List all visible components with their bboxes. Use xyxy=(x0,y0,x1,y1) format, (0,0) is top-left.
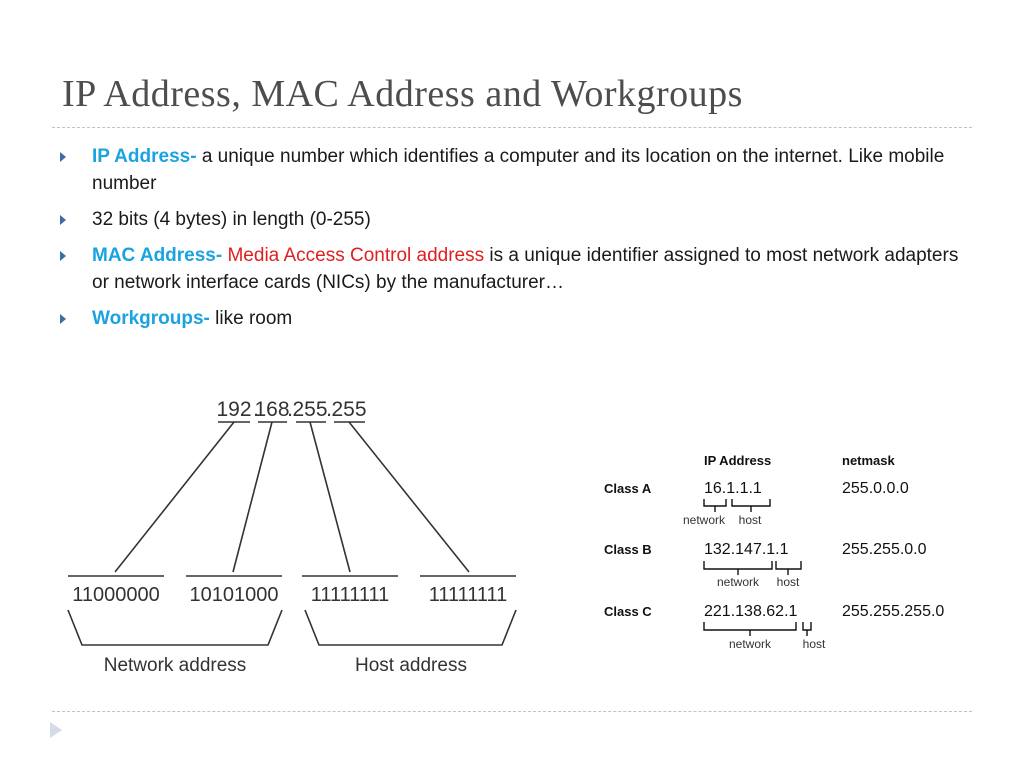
bullet-mac-address: MAC Address- Media Access Control addres… xyxy=(60,242,960,296)
class-ip: 132.147.1.1 xyxy=(704,541,789,558)
class-label: Class A xyxy=(604,481,652,496)
network-bracket xyxy=(703,561,773,575)
binary-octet: 10101000 xyxy=(190,584,279,606)
host-bracket xyxy=(775,561,802,575)
bullet-highlight: Media Access Control address xyxy=(227,245,485,266)
bullet-ip-address: IP Address- a unique number which identi… xyxy=(60,143,960,197)
bullet-arrow-icon xyxy=(60,314,66,324)
class-label: Class B xyxy=(604,542,652,557)
octet-label: 192 xyxy=(216,398,251,421)
netmask-header: netmask xyxy=(842,453,896,468)
network-caption: network xyxy=(683,513,726,527)
binary-octet: 11000000 xyxy=(72,584,160,606)
class-netmask: 255.0.0.0 xyxy=(842,480,909,497)
host-bracket xyxy=(731,499,771,512)
bullet-bit-length: 32 bits (4 bytes) in length (0-255) xyxy=(60,206,960,233)
connector-line xyxy=(348,421,470,573)
bullet-text: 32 bits (4 bytes) in length (0-255) xyxy=(92,209,371,230)
bullet-arrow-icon xyxy=(60,251,66,261)
class-label: Class C xyxy=(604,604,652,619)
network-bracket xyxy=(703,622,797,636)
bullet-term: MAC Address- xyxy=(92,245,223,266)
binary-values: 11000000 10101000 11111111 11111111 Netw… xyxy=(72,584,507,676)
host-caption: host xyxy=(803,637,826,651)
binary-octet: 11111111 xyxy=(311,584,390,606)
network-brace xyxy=(67,609,283,646)
network-caption: network xyxy=(729,637,772,651)
octet-dot: . xyxy=(287,398,293,421)
class-netmask: 255.255.255.0 xyxy=(842,603,944,620)
connector-line xyxy=(309,421,351,573)
host-caption: host xyxy=(739,513,762,527)
network-caption: network xyxy=(717,575,760,589)
host-brace xyxy=(304,609,517,646)
octet-dot: . xyxy=(253,398,259,421)
class-ip: 221.138.62.1 xyxy=(704,603,798,620)
host-bracket xyxy=(802,622,812,636)
bullet-workgroups: Workgroups- like room xyxy=(60,305,960,332)
host-address-label: Host address xyxy=(355,655,467,676)
title-divider xyxy=(52,127,972,128)
class-brackets xyxy=(703,499,812,636)
network-address-label: Network address xyxy=(104,655,247,676)
slide-corner-arrow-icon xyxy=(50,722,62,738)
class-ip: 16.1.1.1 xyxy=(704,480,762,497)
bullet-text: like room xyxy=(209,308,293,329)
bullet-term: IP Address- xyxy=(92,146,197,167)
octet-dot: . xyxy=(326,398,332,421)
network-bracket xyxy=(703,499,727,512)
host-caption: host xyxy=(777,575,800,589)
bullet-term: Workgroups- xyxy=(92,308,210,329)
class-table: IP Address netmask Class A 16.1.1.1 255.… xyxy=(604,453,944,651)
octet-connectors xyxy=(67,421,517,646)
bullet-arrow-icon xyxy=(60,152,66,162)
bullet-text: a unique number which identifies a compu… xyxy=(92,146,945,194)
binary-octet: 11111111 xyxy=(429,584,508,606)
footer-divider xyxy=(52,711,972,712)
bullet-list: IP Address- a unique number which identi… xyxy=(60,143,960,341)
bullet-arrow-icon xyxy=(60,215,66,225)
octet-label: 168 xyxy=(254,398,289,421)
connector-line xyxy=(232,421,273,573)
octet-label: 255 xyxy=(292,398,327,421)
ip-address-header: IP Address xyxy=(704,453,771,468)
bullet-text: is a unique identifier assigned to most … xyxy=(92,245,959,293)
connector-line xyxy=(114,421,235,573)
ip-octet-diagram: 192 . 168 . 255 . 255 xyxy=(216,398,366,421)
slide-title: IP Address, MAC Address and Workgroups xyxy=(62,73,743,115)
octet-label: 255 xyxy=(331,398,366,421)
class-netmask: 255.255.0.0 xyxy=(842,541,927,558)
